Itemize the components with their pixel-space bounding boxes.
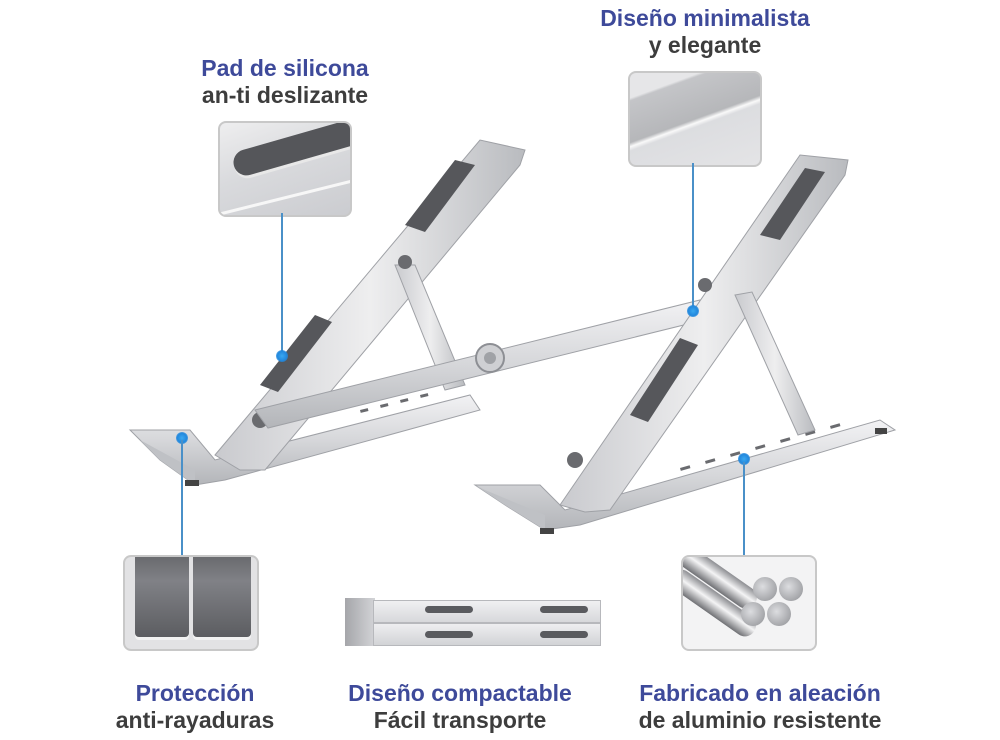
aluminum-alloy-callout-line — [743, 462, 745, 556]
feature-silicone-pad-label: Pad de silicona an-ti deslizante — [170, 55, 400, 109]
scratch-protection-callout-dot — [176, 432, 188, 444]
feature-minimal-design-label: Diseño minimalista y elegante — [570, 5, 840, 59]
feature-title: Pad de silicona — [201, 55, 369, 81]
minimal-design-callout-dot — [687, 305, 699, 317]
feature-title: Fabricado en aleación — [639, 680, 881, 706]
silicone-pad-callout-dot — [276, 350, 288, 362]
feature-subtitle: an-ti deslizante — [201, 82, 369, 109]
aluminum-bars-detail-image — [681, 555, 817, 651]
rubber-pad-left — [135, 557, 189, 637]
feature-subtitle: Fácil transporte — [373, 707, 547, 734]
rail-line — [220, 175, 350, 215]
feature-title: Diseño compactable — [348, 680, 572, 706]
feature-subtitle: anti-rayaduras — [115, 707, 275, 734]
feature-aluminum-alloy-label: Fabricado en aleación de aluminio resist… — [610, 680, 910, 734]
silicone-pad-shape — [230, 123, 350, 179]
feature-scratch-protection-label: Protección anti-rayaduras — [80, 680, 310, 734]
scratch-protection-detail-image — [123, 555, 259, 651]
minimal-design-callout-line — [692, 163, 694, 306]
rubber-pad-right — [193, 557, 251, 637]
feature-subtitle: y elegante — [648, 32, 762, 59]
aluminum-alloy-callout-dot — [738, 453, 750, 465]
feature-title: Protección — [135, 680, 255, 706]
minimal-design-detail-image — [628, 71, 762, 167]
scratch-protection-callout-line — [181, 440, 183, 556]
feature-subtitle: de aluminio resistente — [638, 707, 882, 734]
folded-stand-image — [345, 598, 601, 646]
silicone-pad-callout-line — [281, 213, 283, 353]
silicone-pad-detail-image — [218, 121, 352, 217]
feature-title: Diseño minimalista — [600, 5, 810, 31]
feature-compact-design-label: Diseño compactable Fácil transporte — [320, 680, 600, 734]
